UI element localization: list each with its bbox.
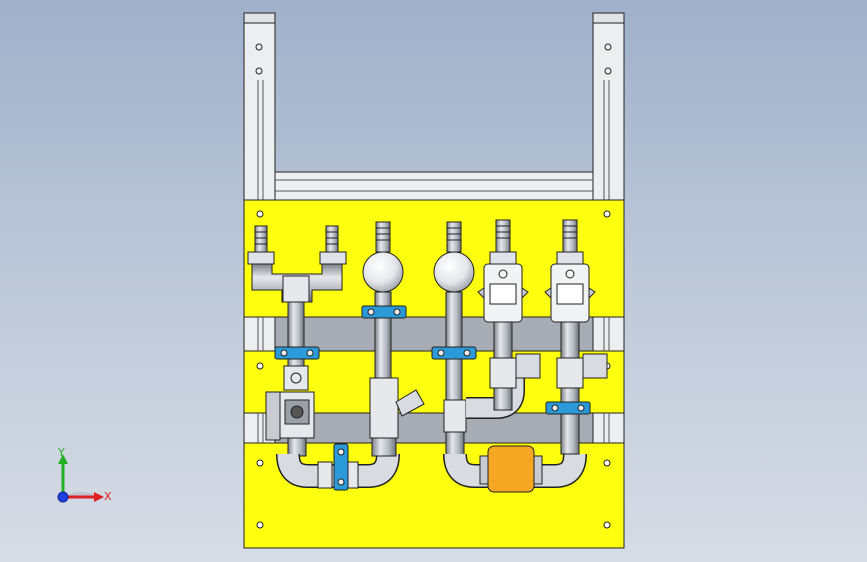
x-axis-label: X (104, 490, 112, 503)
clamp (274, 346, 320, 360)
flow-sensor-1 (477, 219, 541, 411)
clamp (545, 401, 591, 415)
clamp (361, 305, 407, 319)
axis-triad: Y X (57, 446, 112, 503)
clamp (333, 443, 349, 491)
hose-barb-1 (247, 225, 275, 265)
pipe-clamps (274, 305, 591, 491)
hose-barb-2 (319, 225, 347, 265)
frame-left-upright (243, 12, 276, 202)
inline-filter (479, 445, 543, 493)
frame-top-crossbar (274, 171, 594, 201)
y-axis-label: Y (57, 446, 65, 459)
clamp (431, 346, 477, 360)
frame-right-upright (592, 12, 625, 202)
flow-sensor-2 (544, 219, 608, 455)
